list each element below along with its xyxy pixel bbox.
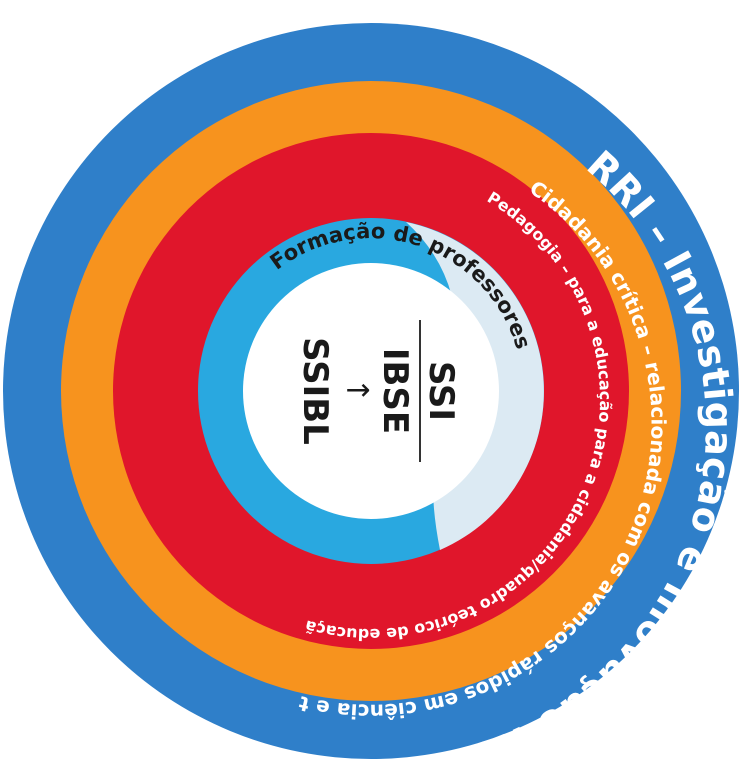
core-label-ssi: SSI bbox=[421, 361, 461, 421]
core-circle bbox=[243, 263, 499, 519]
core-label-ssibl: SSIBL bbox=[295, 337, 335, 445]
core-arrow: ← bbox=[345, 373, 370, 408]
core-label-ibse: IBSE bbox=[375, 348, 415, 434]
core-labels: SSI IBSE ← SSIBL bbox=[295, 320, 461, 462]
